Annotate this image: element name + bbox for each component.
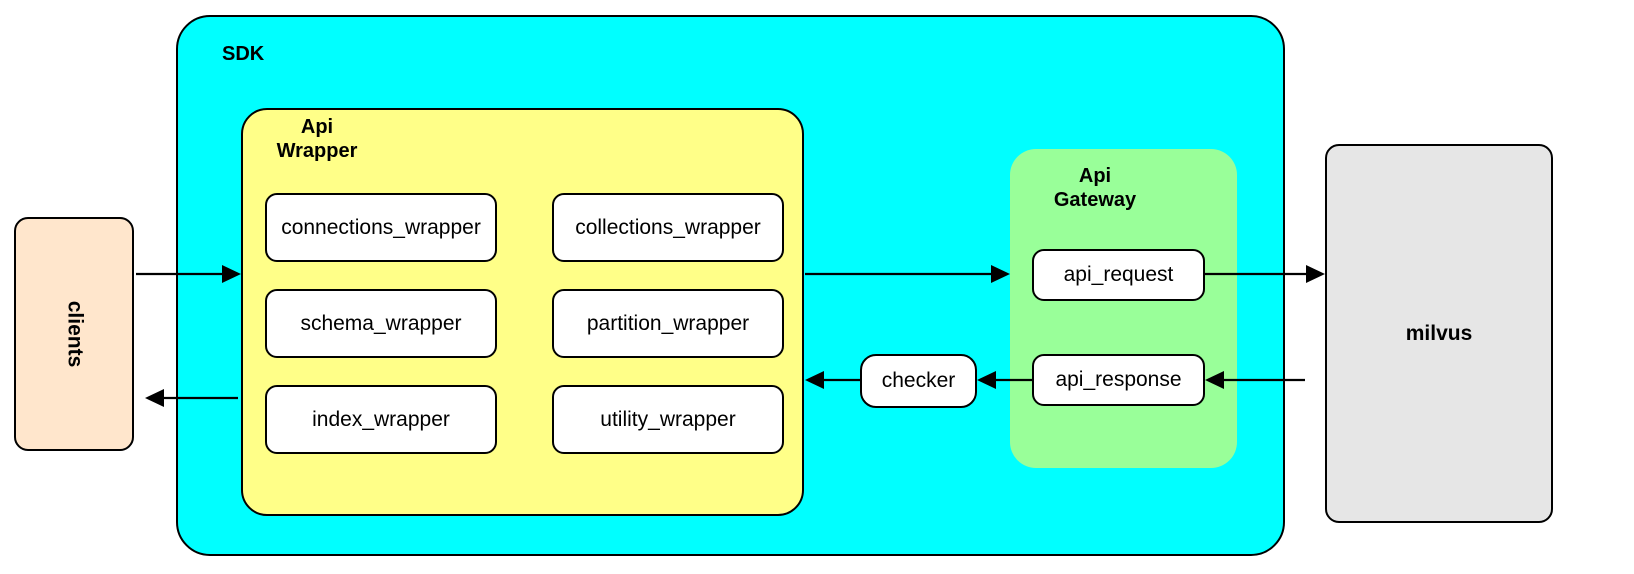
sdk-label: SDK <box>222 43 265 65</box>
clients-box[interactable]: clients <box>14 217 134 451</box>
api-request-box[interactable]: api_request <box>1032 249 1205 301</box>
schema-wrapper-box[interactable]: schema_wrapper <box>265 289 497 358</box>
index-wrapper-box[interactable]: index_wrapper <box>265 385 497 454</box>
api-response-box[interactable]: api_response <box>1032 354 1205 406</box>
collections-wrapper-box[interactable]: collections_wrapper <box>552 193 784 262</box>
api-gateway-container <box>1010 149 1237 468</box>
partition-wrapper-box[interactable]: partition_wrapper <box>552 289 784 358</box>
checker-box[interactable]: checker <box>860 354 977 408</box>
api-wrapper-label: Api Wrapper <box>276 116 358 162</box>
milvus-box[interactable]: milvus <box>1325 144 1553 523</box>
api-gateway-label: Api Gateway <box>1053 165 1137 211</box>
clients-label: clients <box>63 300 86 368</box>
connections-wrapper-box[interactable]: connections_wrapper <box>265 193 497 262</box>
utility-wrapper-box[interactable]: utility_wrapper <box>552 385 784 454</box>
